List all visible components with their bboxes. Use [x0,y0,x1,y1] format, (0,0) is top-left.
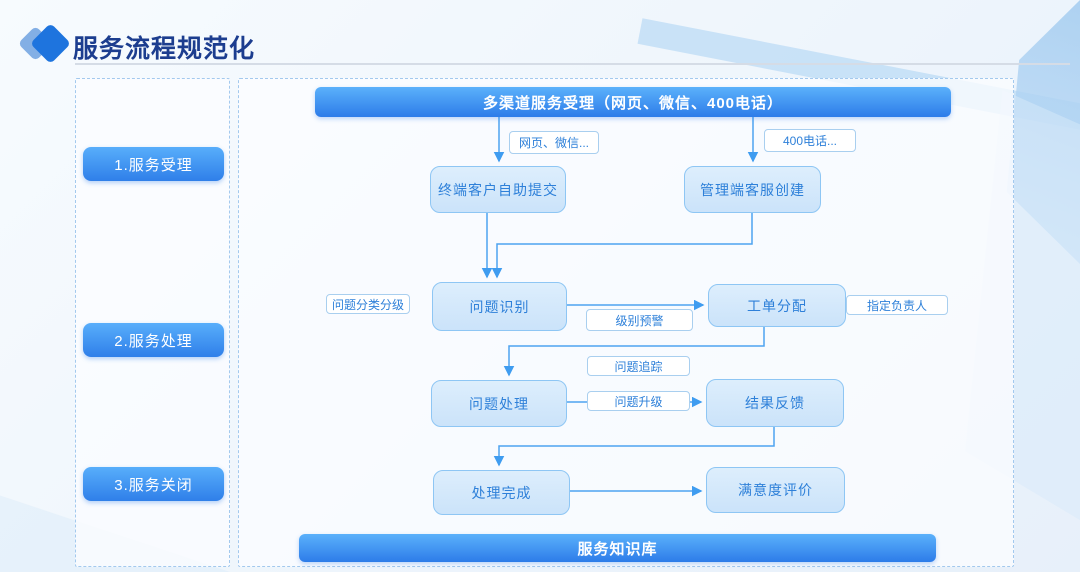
service-knowledge-base-banner: 服务知识库 [299,534,936,562]
tag-level-warning: 级别预警 [586,309,693,331]
page-title: 服务流程规范化 [73,35,256,63]
stage-sidebar: 1.服务受理 2.服务处理 3.服务关闭 [75,78,230,567]
tag-web-wechat-channel: 网页、微信... [509,131,599,154]
tag-issue-escalation: 问题升级 [587,391,690,411]
flow-connectors [481,117,775,497]
title-diamond-icon [17,22,74,66]
node-issue-handle: 问题处理 [431,380,567,427]
node-issue-identify: 问题识别 [432,282,567,331]
tag-issue-tracking: 问题追踪 [587,356,690,376]
node-ticket-assign: 工单分配 [708,284,846,327]
connector-feedback-to-complete [493,425,775,467]
multichannel-intake-banner: 多渠道服务受理（网页、微信、400电话） [315,87,951,117]
stage-label-service-processing: 2.服务处理 [83,323,224,357]
stage-label-service-closure: 3.服务关闭 [83,467,224,501]
node-admin-agent-create: 管理端客服创建 [684,166,821,213]
node-terminal-customer-self-submit: 终端客户自助提交 [430,166,566,213]
node-handle-complete: 处理完成 [433,470,570,515]
tag-400-phone-channel: 400电话... [764,129,856,152]
tag-issue-classification: 问题分类分级 [326,294,410,314]
flowchart-panel: 多渠道服务受理（网页、微信、400电话） 终端客户自助提交 管理端客服创建 问题… [238,78,1014,567]
node-satisfaction-rating: 满意度评价 [706,467,845,513]
tag-assign-owner: 指定负责人 [846,295,948,315]
stage-label-service-acceptance: 1.服务受理 [83,147,224,181]
title-divider [75,63,1070,65]
node-result-feedback: 结果反馈 [706,379,844,427]
connector-assign-to-handle [503,325,765,377]
connector-admin-to-identify [491,211,753,279]
